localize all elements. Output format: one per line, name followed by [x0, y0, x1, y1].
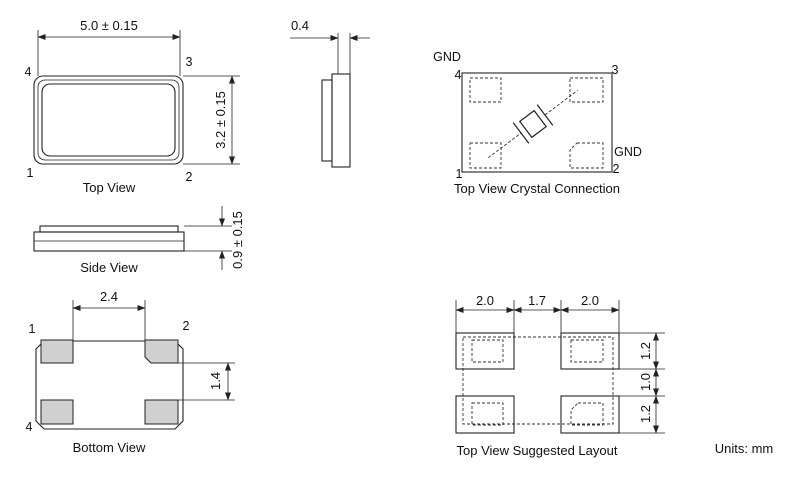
crystal-pad-4	[469, 77, 502, 103]
bottom-pitch-dim: 2.4	[100, 289, 118, 304]
profile-lid	[331, 73, 351, 168]
top-view-height-dim: 3.2 ± 0.15	[213, 91, 228, 149]
layout-dim-pad-top: 1.2	[638, 342, 653, 360]
crystal-view-outline	[461, 72, 613, 173]
units-label: Units: mm	[715, 441, 774, 456]
crystal-pin-4: 4	[455, 68, 462, 82]
crystal-symbol	[488, 89, 578, 159]
side-view-body	[33, 231, 185, 252]
layout-pad-1	[455, 395, 515, 434]
layout-dim-right: 2.0	[581, 293, 599, 308]
bottom-view-pin-4: 4	[26, 420, 33, 434]
crystal-pin-1: 1	[456, 167, 463, 181]
top-view-pin-2: 2	[186, 170, 193, 184]
layout-pad-3	[560, 332, 620, 370]
layout-body-outline	[462, 336, 614, 425]
crystal-pin-3: 3	[612, 63, 619, 77]
top-view: 5.0 ± 0.15 3.2 ± 0.15 1 2 3 4 Top View	[25, 18, 240, 195]
crystal-view-label: Top View Crystal Connection	[454, 181, 620, 196]
side-view-height-dim: 0.9 ± 0.15	[230, 211, 245, 269]
top-view-pin-4: 4	[25, 65, 32, 79]
crystal-gnd-right-label: GND	[614, 145, 642, 159]
top-view-pin-1: 1	[27, 166, 34, 180]
bottom-view: 2.4 1.4 1 2 4 Bottom View	[26, 289, 235, 455]
bottom-pad-2	[144, 339, 179, 364]
profile-thickness-dim: 0.4	[291, 18, 309, 33]
bottom-view-label: Bottom View	[73, 440, 146, 455]
layout-dim-left: 2.0	[476, 293, 494, 308]
profile-base	[321, 79, 333, 162]
layout-view: 2.0 1.7 2.0 1.2 1.0 1.2 Top View Suggest…	[455, 293, 665, 458]
crystal-pad-1	[469, 142, 502, 169]
layout-dim-gap: 1.0	[638, 373, 653, 391]
layout-view-label: Top View Suggested Layout	[457, 443, 618, 458]
crystal-pad-3	[569, 77, 604, 103]
profile-view: 0.4	[290, 18, 370, 168]
bottom-view-pin-1: 1	[29, 322, 36, 336]
crystal-pin-2: 2	[613, 162, 620, 176]
side-view-label: Side View	[80, 260, 138, 275]
layout-pad-4	[455, 332, 515, 370]
top-view-label: Top View	[83, 180, 136, 195]
top-view-outline	[33, 75, 184, 165]
bottom-pad-height-dim: 1.4	[208, 372, 223, 390]
layout-dim-mid: 1.7	[528, 293, 546, 308]
crystal-view: GND 4 3 GND 2 1 Top View Crystal Connect…	[433, 50, 642, 196]
bottom-pad-4	[40, 399, 74, 425]
side-view-lid	[39, 225, 179, 233]
top-view-width-dim: 5.0 ± 0.15	[80, 18, 138, 33]
crystal-pad-2	[569, 142, 604, 169]
top-view-lid-inner	[41, 83, 176, 157]
side-view: 0.9 ± 0.15 Side View	[33, 206, 245, 275]
layout-pad-2	[560, 395, 620, 434]
bottom-pad-3	[144, 399, 179, 425]
top-view-lid-outer	[37, 79, 180, 161]
layout-dim-pad-bottom: 1.2	[638, 405, 653, 423]
crystal-gnd-top-label: GND	[433, 50, 461, 64]
bottom-view-pin-2: 2	[183, 319, 190, 333]
bottom-pad-1	[40, 339, 74, 364]
top-view-pin-3: 3	[186, 55, 193, 69]
